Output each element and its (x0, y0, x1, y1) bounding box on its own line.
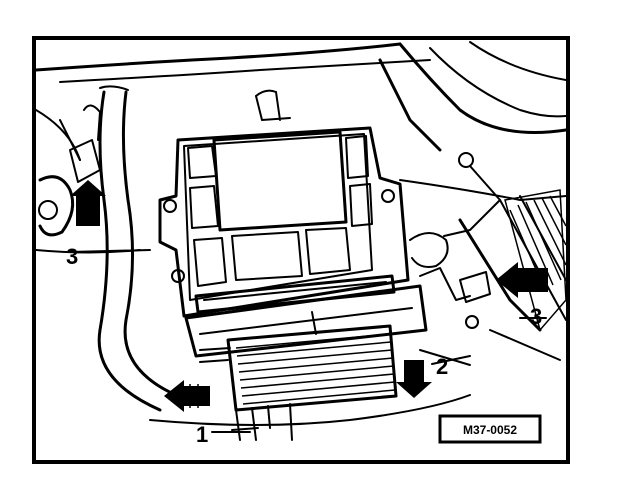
control-unit (158, 89, 410, 318)
wiring-connector (199, 324, 398, 441)
callout-1: 1 (196, 422, 208, 447)
mount-screw-bottom-left (171, 269, 185, 283)
mount-screw-right (381, 189, 395, 203)
coolant-hose (97, 85, 180, 412)
figure-code: M37-0052 (463, 423, 517, 437)
left-mounting-bracket (38, 104, 101, 237)
figure-code-box: M37-0052 (438, 414, 542, 444)
leader-lines (69, 249, 547, 433)
pointer-arrows (70, 180, 548, 412)
right-nut (465, 315, 479, 329)
right-cable-assembly (409, 152, 501, 329)
callout-3-left: 3 (66, 244, 78, 269)
ground-screw (458, 152, 474, 168)
left-nut (38, 200, 58, 220)
callout-2: 2 (436, 354, 448, 379)
arrow-callout-3-right (496, 262, 548, 298)
callout-3-right: 3 (530, 304, 542, 329)
arrow-callout-2 (396, 360, 432, 398)
mounting-plate (184, 284, 428, 358)
arrow-callout-3-left (70, 180, 106, 226)
mount-screw-top-left (163, 199, 177, 213)
